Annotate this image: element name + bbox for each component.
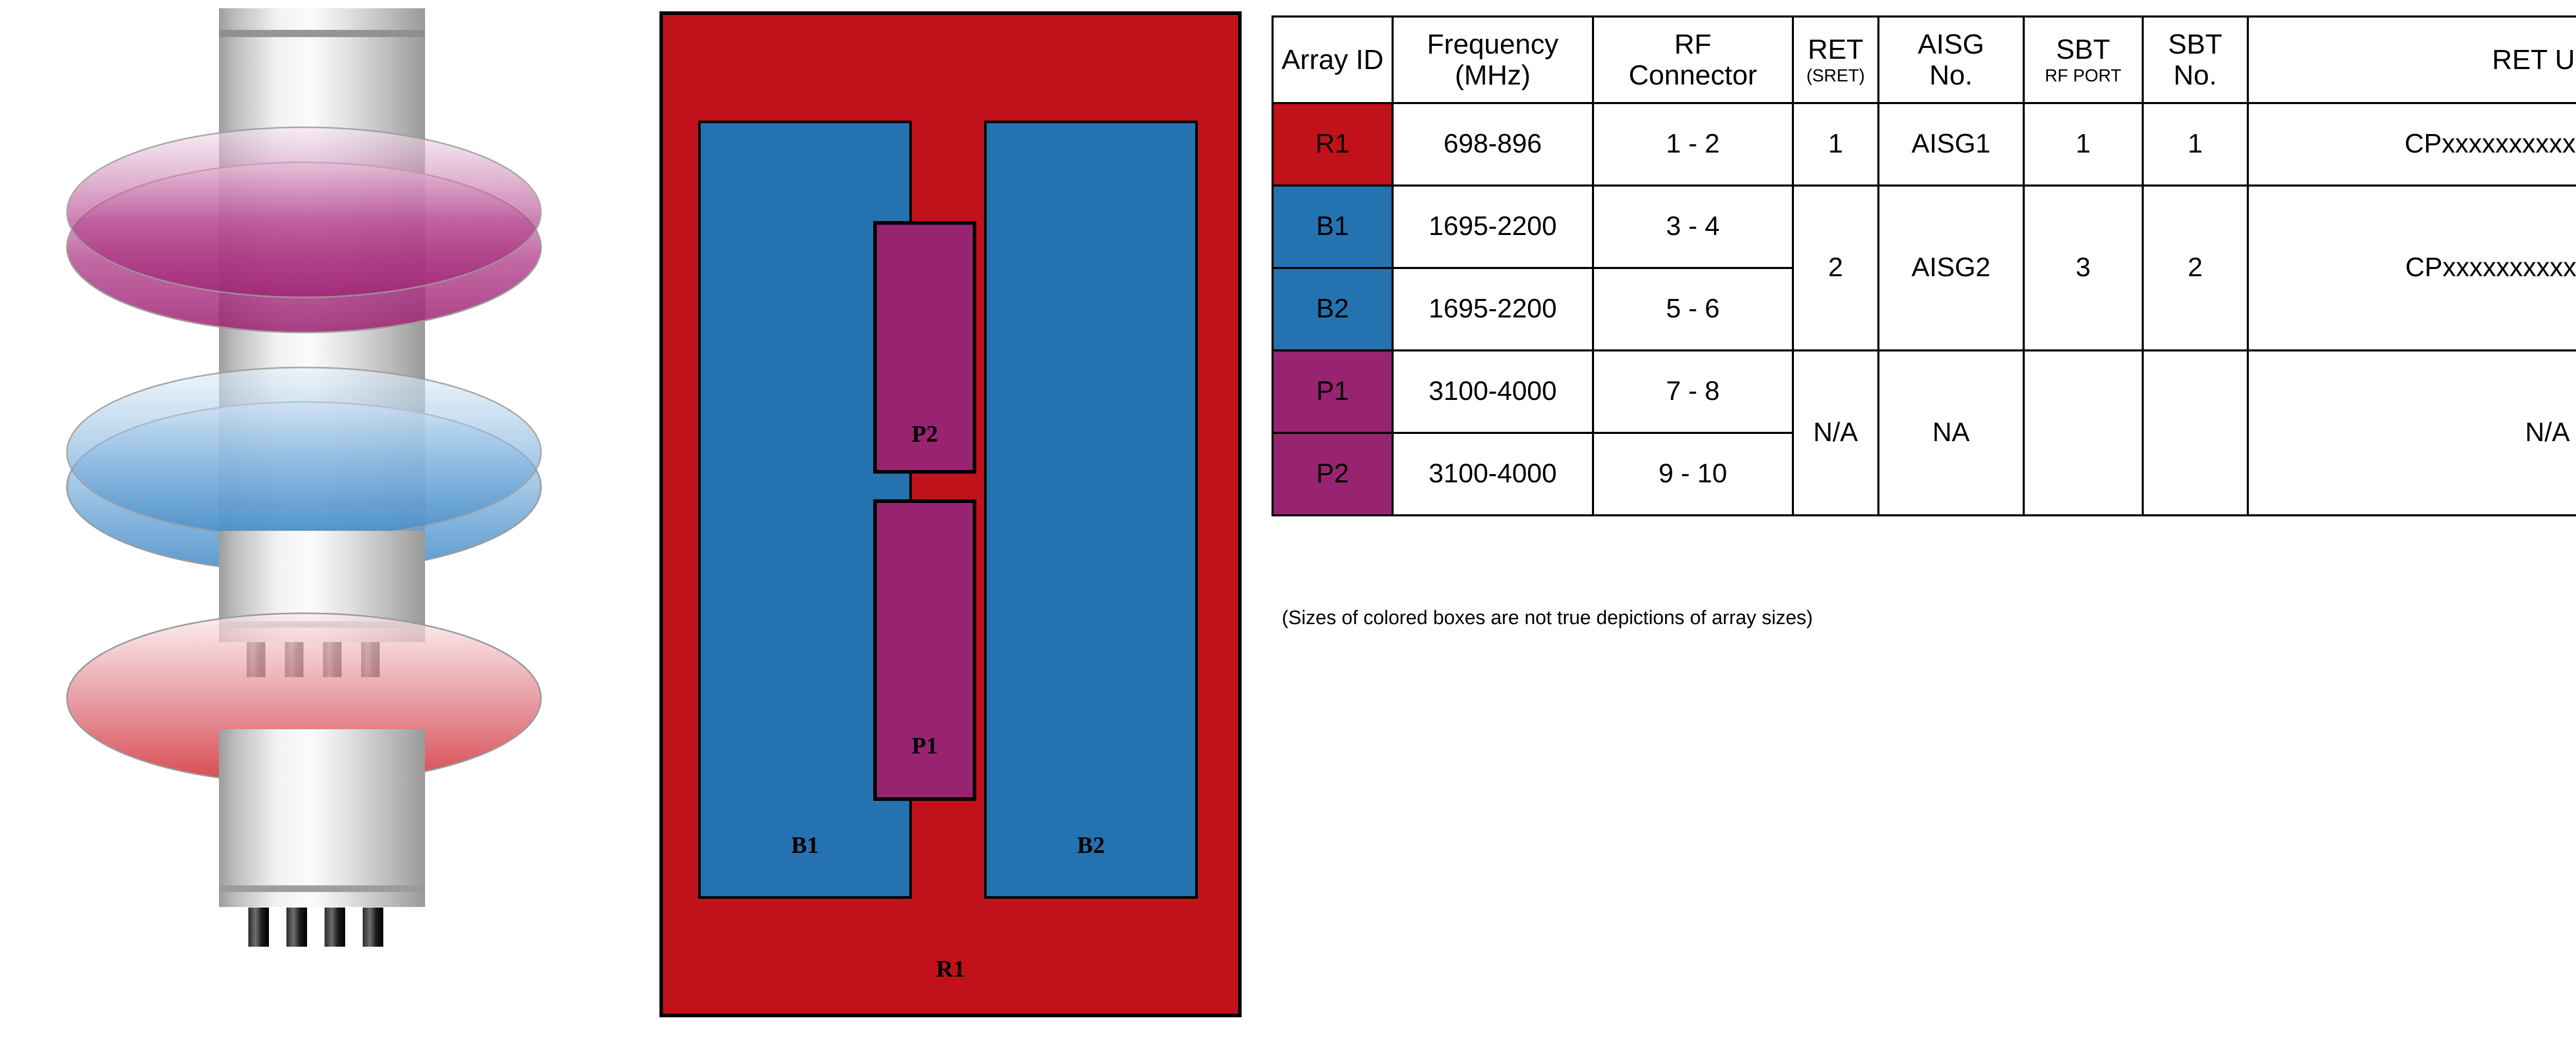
array-id-header-text: Array ID	[1281, 44, 1384, 75]
cell-aisg-no-b: AISG2	[1877, 184, 2025, 351]
cell-aisg-no-p: NA	[1877, 349, 2025, 516]
antenna-radome-coverage-illustration	[57, 5, 551, 1031]
table-header-row: Array ID Frequency (MHz) RF Connector RE…	[1271, 15, 2576, 104]
array-layout-diagram: P2 P1 B1 B2 R1	[659, 11, 1242, 1017]
base-connector-pin-1	[248, 908, 269, 947]
cell-sbt-no-p	[2141, 349, 2249, 516]
cell-array-id-b2: B2	[1271, 267, 1394, 351]
sbt-no-header-line1: SBT	[2168, 28, 2223, 60]
cell-array-id-p2: P2	[1271, 432, 1394, 516]
column-header-ret-uid: RET UID	[2247, 15, 2576, 104]
cell-frequency-b1: 1695-2200	[1392, 184, 1594, 269]
cell-sbt-no-r1: 1	[2141, 102, 2249, 187]
array-block-p1	[873, 499, 976, 801]
cell-sbt-rf-port-b: 3	[2023, 184, 2144, 351]
column-header-rf-connector: RF Connector	[1591, 15, 1794, 104]
ret-uid-header-text: RET UID	[2492, 44, 2576, 75]
cell-ret-b: 2	[1792, 184, 1879, 351]
cell-sbt-no-b: 2	[2141, 184, 2249, 351]
column-header-ret: RET (SRET)	[1792, 15, 1879, 104]
array-block-b1-label: B1	[791, 832, 819, 858]
array-block-b2-label: B2	[1077, 832, 1105, 858]
cell-ret-uid-p: N/A	[2247, 349, 2576, 516]
blue-coverage-disc	[66, 366, 542, 573]
sbt-rf-port-header-subnote: RF PORT	[2044, 65, 2122, 86]
radome-top-band	[219, 30, 425, 37]
array-block-p1-label: P1	[911, 732, 938, 759]
cell-rf-connector-p2: 9 - 10	[1591, 432, 1794, 516]
column-header-sbt-no: SBT No.	[2141, 15, 2249, 104]
array-block-b2	[984, 121, 1198, 899]
radome-base-band	[219, 885, 425, 892]
rf-connector-header-line2: Connector	[1629, 60, 1757, 91]
array-block-p2	[873, 221, 976, 474]
cell-array-id-r1: R1	[1271, 102, 1394, 187]
column-header-sbt-rf-port: SBT RF PORT	[2023, 15, 2144, 104]
cell-aisg-no-r1: AISG1	[1877, 102, 2025, 187]
table-row: B2 1695-2200 5 - 6	[1271, 267, 2576, 351]
table-caption-note: (Sizes of colored boxes are not true dep…	[1282, 607, 1813, 629]
array-block-r1-label: R1	[936, 955, 965, 982]
frequency-header-line1: Frequency	[1427, 28, 1558, 60]
cell-rf-connector-p1: 7 - 8	[1591, 349, 1794, 434]
column-header-frequency: Frequency (MHz)	[1392, 15, 1594, 104]
array-configuration-table: Array ID Frequency (MHz) RF Connector RE…	[1271, 15, 2576, 516]
rf-connector-header-line1: RF	[1674, 28, 1711, 60]
cell-array-id-b1: B1	[1271, 184, 1394, 269]
cell-frequency-b2: 1695-2200	[1392, 267, 1594, 351]
column-header-aisg-no: AISG No.	[1877, 15, 2025, 104]
aisg-header-line2: No.	[1929, 60, 1973, 91]
table-row: P2 3100-4000 9 - 10	[1271, 432, 2576, 516]
column-header-array-id: Array ID	[1271, 15, 1394, 104]
aisg-header-line1: AISG	[1918, 28, 1985, 60]
table-row: B1 1695-2200 3 - 4 2 AISG2 3 2 CPxxxxxxx…	[1271, 184, 2576, 351]
cell-array-id-p1: P1	[1271, 349, 1394, 434]
cell-ret-p: N/A	[1792, 349, 1879, 516]
sbt-rf-port-header-line1: SBT	[2056, 34, 2110, 65]
base-connector-pin-3	[325, 908, 345, 947]
base-connector-pin-4	[363, 908, 383, 947]
array-block-p2-label: P2	[911, 421, 938, 447]
table-row: R1 698-896 1 - 2 1 AISG1 1 1 CPxxxxxxxxx…	[1271, 102, 2576, 187]
ret-header-subnote: (SRET)	[1806, 65, 1865, 86]
sbt-no-header-line2: No.	[2173, 60, 2217, 91]
cell-rf-connector-r1: 1 - 2	[1591, 102, 1794, 187]
ret-header-line1: RET	[1807, 34, 1863, 65]
cell-ret-uid-r1: CPxxxxxxxxxxxxxxxxR1	[2247, 102, 2576, 187]
radome-cylinder-base	[219, 729, 425, 907]
magenta-coverage-disc	[66, 126, 542, 333]
array-configuration-table-wrapper: Array ID Frequency (MHz) RF Connector RE…	[1271, 15, 2576, 516]
cell-sbt-rf-port-r1: 1	[2023, 102, 2144, 187]
cell-rf-connector-b1: 3 - 4	[1591, 184, 1794, 269]
cell-frequency-p2: 3100-4000	[1392, 432, 1594, 516]
cell-ret-uid-b: CPxxxxxxxxxxxxxxxxB1	[2247, 184, 2576, 351]
cell-rf-connector-b2: 5 - 6	[1591, 267, 1794, 351]
cell-sbt-rf-port-p	[2023, 349, 2144, 516]
cell-frequency-r1: 698-896	[1392, 102, 1594, 187]
cell-frequency-p1: 3100-4000	[1392, 349, 1594, 434]
frequency-header-line2: (MHz)	[1454, 60, 1531, 91]
table-row: P1 3100-4000 7 - 8 N/A NA N/A	[1271, 349, 2576, 516]
cell-ret-r1: 1	[1792, 102, 1879, 187]
base-connector-pin-2	[286, 908, 307, 947]
